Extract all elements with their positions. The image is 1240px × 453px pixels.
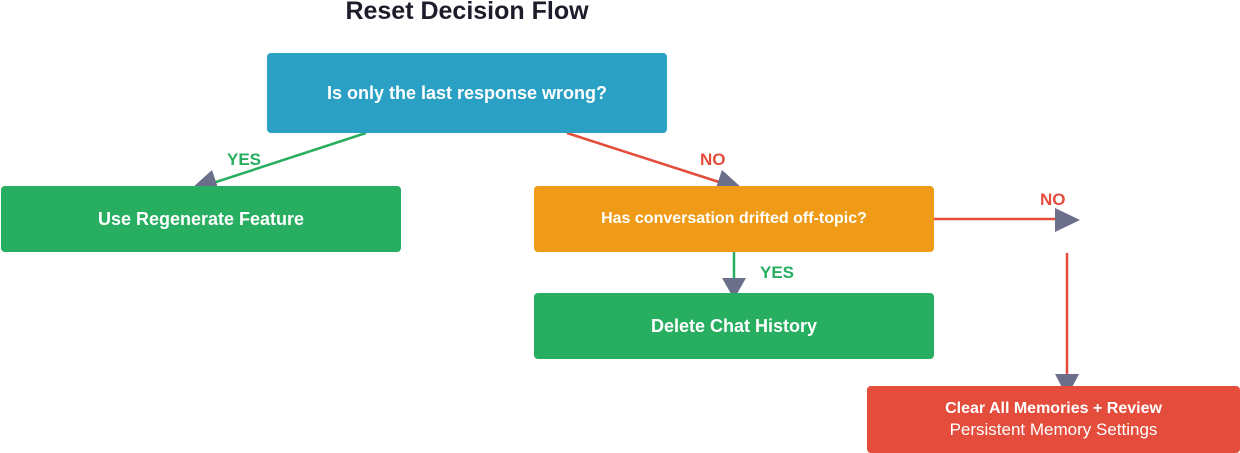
edge-q2-no-arrowhead <box>1055 208 1080 232</box>
edge-label-q1-yes: YES <box>227 150 262 169</box>
node-clear-memories: Clear All Memories + Review Persistent M… <box>867 386 1240 453</box>
node-use-regenerate-label: Use Regenerate Feature <box>97 208 305 229</box>
node-question-last-response: Is only the last response wrong? <box>267 53 667 133</box>
edge-q1-yes-arrowhead <box>191 170 218 189</box>
node-clear-memories-line2: Persistent Memory Settings <box>949 419 1158 439</box>
edge-label-q2-no: NO <box>1040 190 1066 209</box>
edge-q1-no-arrowhead <box>716 170 743 189</box>
edge-q1-no-line <box>566 131 723 185</box>
node-use-regenerate: Use Regenerate Feature <box>1 186 401 252</box>
node-question-drift: Has conversation drifted off-topic? <box>534 186 934 252</box>
node-delete-chat-history: Delete Chat History <box>534 293 934 359</box>
node-question-last-response-label: Is only the last response wrong? <box>326 82 608 103</box>
diagram-title: Reset Decision Flow <box>345 0 589 25</box>
edge-label-q2-yes: YES <box>760 263 795 282</box>
edge-q1-yes-line <box>212 131 367 185</box>
edge-label-q1-no: NO <box>700 150 726 169</box>
node-clear-memories-line1: Clear All Memories + Review <box>945 399 1162 417</box>
edge-to-clear-arrowhead <box>1055 374 1079 397</box>
node-question-drift-label: Has conversation drifted off-topic? <box>601 210 867 227</box>
node-delete-chat-history-label: Delete Chat History <box>650 315 818 336</box>
edge-q2-yes-arrowhead <box>722 278 746 299</box>
